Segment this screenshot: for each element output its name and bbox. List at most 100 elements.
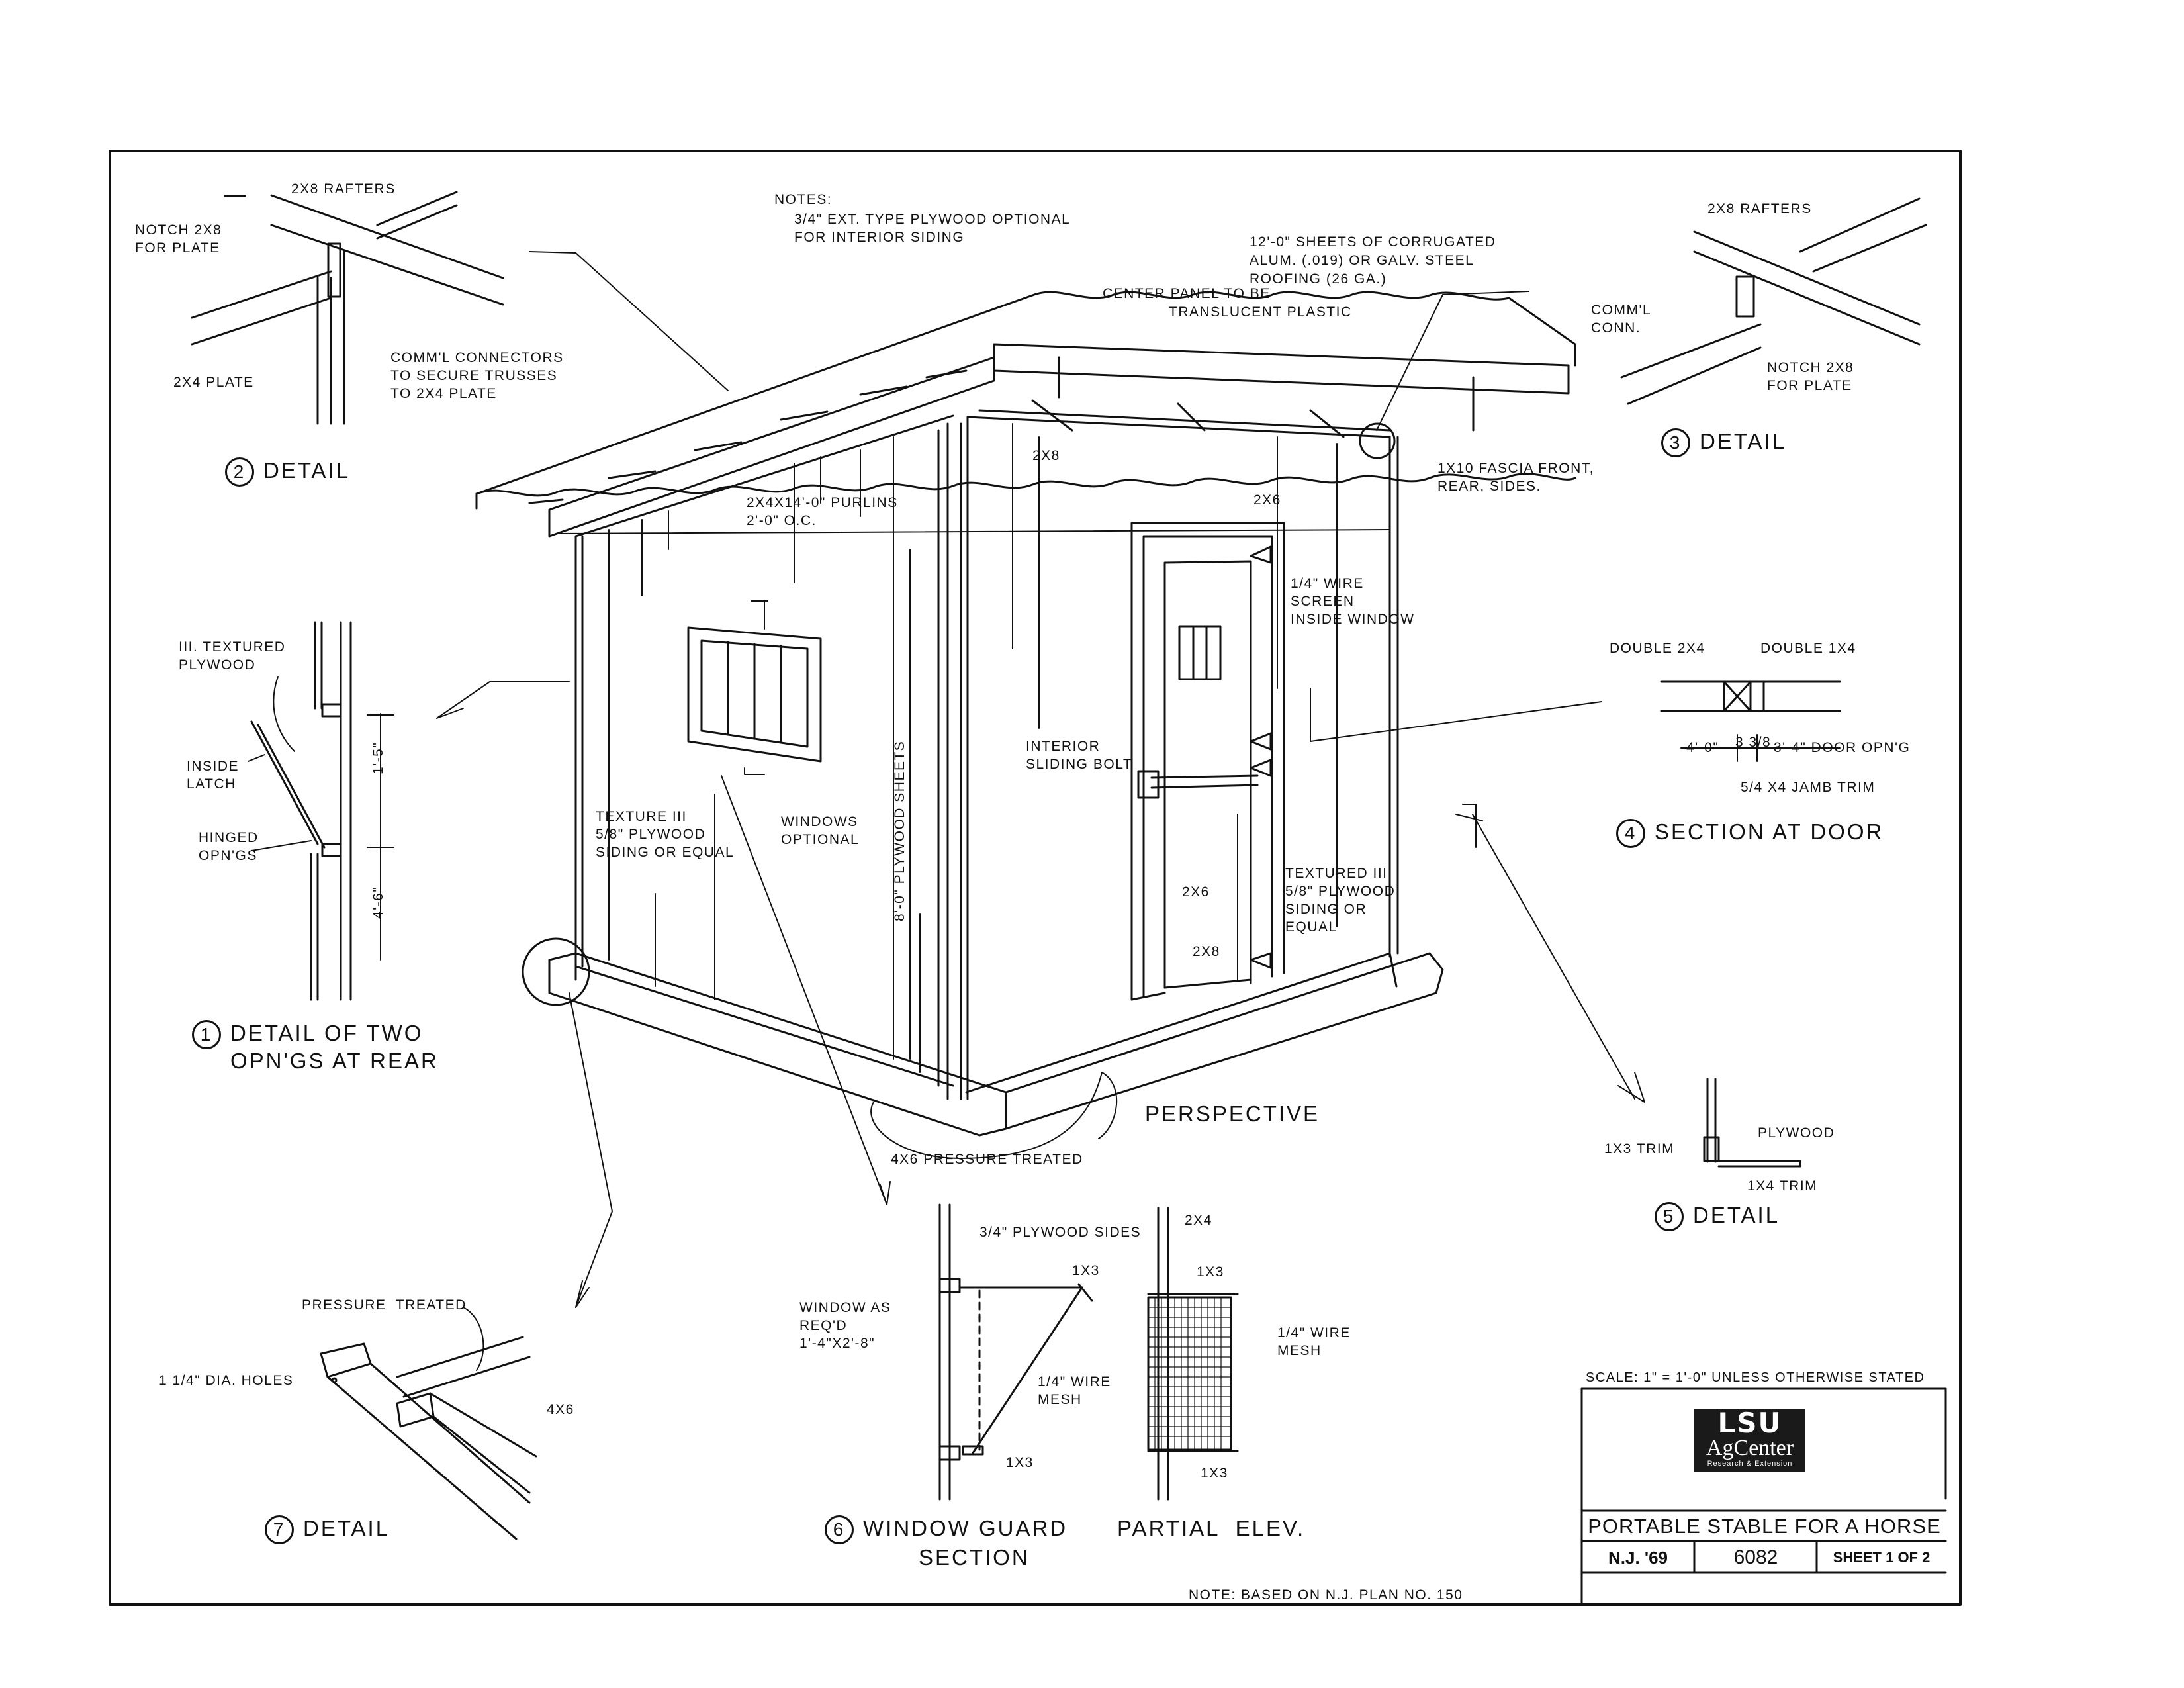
side-window: [687, 626, 822, 763]
detail1-textured-label: III. TEXTURED PLYWOOD: [179, 639, 286, 673]
detail1-number: 1: [192, 1020, 221, 1050]
notes-line2: FOR INTERIOR SIDING: [794, 230, 965, 245]
textured-right-label: TEXTURED III 5/8" PLYWOOD SIDING OR EQUA…: [1285, 866, 1396, 935]
perspective-brace: [870, 1072, 1103, 1159]
detail7-title-text: DETAIL: [303, 1516, 390, 1540]
detail5-plywood-label: PLYWOOD: [1758, 1125, 1835, 1141]
detail4-dim2: 3 3/8: [1735, 735, 1772, 750]
detail4-dim3: 3'-4" DOOR OPN'G: [1774, 740, 1911, 755]
detail4-dim1: 4'-0": [1686, 740, 1719, 755]
skid-right: [1005, 952, 1444, 1130]
detail6-title-line2: SECTION: [919, 1545, 1030, 1570]
detail4-title: 4 SECTION AT DOOR: [1616, 818, 1884, 849]
detail6-bottom-1x3: 1x3: [1006, 1455, 1034, 1470]
detail1-dim-lower: 4'-6": [371, 886, 386, 919]
plywood-sheets-label: 8'-0" PLYWOOD SHEETS: [892, 740, 907, 921]
fascia-left: [548, 356, 995, 538]
roof-top-edge: [475, 473, 1576, 497]
detail2-plate-label: 2x4 PLATE: [173, 375, 254, 390]
origin-cell: N.J. '69: [1608, 1548, 1668, 1568]
detail3-rafters-label: 2x8 RAFTERS: [1707, 201, 1812, 216]
detail3-title-text: DETAIL: [1700, 429, 1787, 453]
sheet-cell: SHEET 1 OF 2: [1833, 1549, 1931, 1566]
detail1-dim-upper: 1'-5": [371, 741, 386, 774]
detail5-drawing: [1703, 1078, 1801, 1168]
roof-ridge: [1031, 291, 1576, 367]
detail4-title-text: SECTION AT DOOR: [1655, 820, 1884, 844]
detail6-plywood-label: 3/4" PLYWOOD SIDES: [979, 1225, 1142, 1240]
detail3-number: 3: [1661, 428, 1690, 458]
detail2-title: 2 DETAIL: [225, 457, 350, 487]
detail1-title-line2: OPN'GS AT REAR: [230, 1049, 439, 1073]
detail6-drawing: [938, 1203, 1093, 1501]
detail4-number: 4: [1616, 819, 1645, 849]
detail7-drawing: [320, 1307, 537, 1540]
detail2-title-text: DETAIL: [263, 458, 351, 483]
detail3-title: 3 DETAIL: [1661, 428, 1787, 458]
detail4-double1x4-label: DOUBLE 1x4: [1760, 641, 1856, 656]
detail6-title-text: WINDOW GUARD: [863, 1516, 1068, 1540]
callout-circle-skid: [522, 937, 590, 1006]
door-header-2x6-label: 2x6: [1253, 492, 1281, 508]
detail6-title: 6 WINDOW GUARD: [825, 1515, 1068, 1545]
logo-line1: LSU: [1717, 1407, 1782, 1439]
detail1-title: 1 DETAIL OF TWO: [192, 1019, 424, 1050]
detail6-number: 6: [825, 1515, 854, 1545]
detail6-wire-label: 1/4" WIRE MESH: [1038, 1374, 1111, 1407]
leader-lines: [436, 251, 1645, 1308]
purlins-label: 2x4x14'-0" PURLINS 2'-0" O.C.: [747, 495, 898, 528]
logo-line3: Research & Extension: [1707, 1460, 1793, 1468]
based-on-note: NOTE: BASED ON N.J. PLAN No. 150: [1189, 1587, 1463, 1603]
detail1-title-text: DETAIL OF TWO: [230, 1021, 424, 1045]
detail7-size-label: 4x6: [547, 1402, 574, 1417]
detail1-drawing: [248, 621, 394, 1001]
title-block-lines: [1580, 1387, 1947, 1606]
roof-note-line4: CENTER PANEL TO BE: [1103, 286, 1271, 301]
texture-left-label: TEXTURE III 5/8" PLYWOOD SIDING OR EQUAL: [596, 809, 735, 860]
detail2-drawing: [191, 191, 504, 425]
windows-optional-label: WINDOWS OPTIONAL: [781, 814, 860, 847]
detail2-number: 2: [225, 457, 254, 487]
sheet-border: [109, 150, 1962, 1606]
detail5-number: 5: [1655, 1202, 1684, 1232]
wire-screen-label: 1/4" WIRE SCREEN INSIDE WINDOW: [1291, 576, 1415, 627]
roof-note-line2: ALUM. (.019) OR GALV. STEEL: [1250, 253, 1475, 268]
detail2-connectors-label: COMM'L CONNECTORS TO SECURE TRUSSES TO 2…: [390, 350, 564, 401]
perspective-title: PERSPECTIVE: [1145, 1102, 1320, 1126]
drawing-number-cell: 6082: [1733, 1546, 1778, 1568]
detail6-top-1x3: 1x3: [1072, 1263, 1100, 1278]
partial-elev-bottom-1x3: 1x3: [1201, 1466, 1228, 1481]
partial-elev-drawing: [1147, 1207, 1239, 1501]
detail4-double2x4-label: DOUBLE 2x4: [1610, 641, 1706, 656]
lsu-agcenter-logo: LSU AgCenter Research & Extension: [1694, 1409, 1805, 1472]
detail1-latch-label: INSIDE LATCH: [187, 759, 240, 792]
roof-note-line3: ROOFING (26 GA.): [1250, 271, 1387, 287]
left-wall-siding: [608, 436, 921, 1073]
notes-heading: NOTES:: [774, 192, 833, 207]
notes-line1: 3/4" EXT. TYPE PLYWOOD OPTIONAL: [794, 212, 1071, 227]
detail5-trim1x3-label: 1x3 TRIM: [1604, 1141, 1675, 1156]
door-2x8-label: 2x8: [1193, 944, 1220, 959]
callout-circle-roof: [1359, 422, 1396, 459]
door: [1130, 522, 1285, 1001]
roof-note-line1: 12'-0" SHEETS OF CORRUGATED: [1250, 234, 1496, 250]
left-wall-top: [574, 414, 954, 538]
partial-elev-stud-label: 2x4: [1185, 1213, 1212, 1228]
detail5-trim1x4-label: 1x4 TRIM: [1747, 1178, 1818, 1194]
detail5-title-text: DETAIL: [1693, 1203, 1780, 1227]
detail7-number: 7: [265, 1515, 294, 1545]
front-wall-siding: [1012, 423, 1338, 980]
detail3-conn-label: COMM'L CONN.: [1591, 303, 1652, 336]
detail4-drawing: [1660, 680, 1841, 762]
roof-note-line5: TRANSLUCENT PLASTIC: [1169, 305, 1352, 320]
skid-label: 4x6 PRESSURE TREATED: [891, 1152, 1083, 1167]
scale-note: SCALE: 1" = 1'-0" UNLESS OTHERWISE STATE…: [1586, 1370, 1925, 1385]
detail2-notch-label: NOTCH 2x8 FOR PLATE: [135, 222, 222, 256]
logo-line2: AgCenter: [1706, 1436, 1794, 1460]
detail4-jamb-label: 5/4 x4 JAMB TRIM: [1741, 780, 1876, 795]
door-2x6-label: 2x6: [1182, 884, 1210, 900]
detail7-title: 7 DETAIL: [265, 1515, 390, 1545]
partial-elev-wire-label: 1/4" WIRE MESH: [1277, 1325, 1351, 1358]
rafter-2x8-label: 2x8: [1032, 448, 1060, 463]
